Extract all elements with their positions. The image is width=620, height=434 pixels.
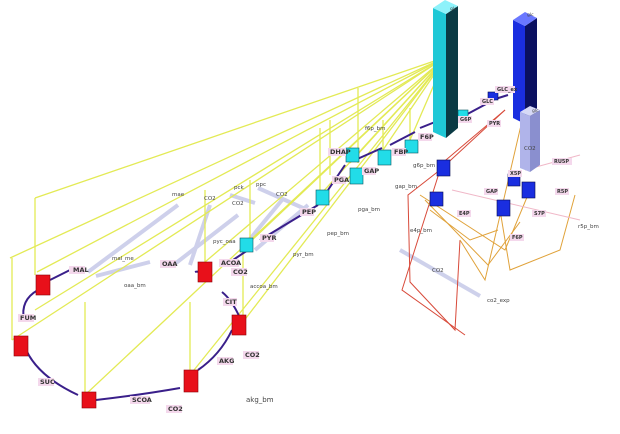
label-pep: PEP [302,208,316,216]
label-e4p: E4P [459,211,470,217]
label-ru5p: RU5P [554,159,569,165]
label-f6p: F6P [420,133,434,141]
label-pyr-bm: pyr_bm [293,252,314,258]
lavender-flux-arrows [86,186,481,298]
label-fbp: FBP [394,148,408,156]
label-f6p-right: F6P [512,235,523,241]
label-ppc: ppc [256,182,266,188]
label-oaa: OAA [162,260,177,268]
label-co2-accoa: CO2 [233,268,248,276]
label-r5p-bm: r5p_bm [578,224,599,230]
label-f6p-bm: f6p_bm [365,126,386,132]
flux-labels: akg_bm oaa_bm accoa_bm pyr_bm pep_bm pga… [112,6,599,404]
label-g6p: G6P [460,117,472,123]
label-accoa-bm: accoa_bm [250,284,278,290]
label-co2-bottom: CO2 [168,405,183,413]
label-g6p-bm: g6p_bm [413,163,435,169]
label-s7p: S7P [534,211,545,217]
label-pyc-oaa: pyc_oaa [213,239,236,245]
label-co2-right-bar: CO2 [524,146,536,152]
label-gap-right: GAP [486,189,498,195]
label-gap-bm: gap_bm [395,184,417,190]
label-accoa: ACOA [221,259,241,267]
tall-glc-bar-1 [433,0,458,138]
label-cit: CIT [225,298,237,306]
label-glc: GLC [482,99,493,105]
label-pck: pck [234,185,245,191]
label-glc-ex: GLC_ex [497,87,518,93]
tall-glc-bar-2 [513,12,537,124]
label-pyr: PYR [262,234,276,242]
label-mal-me: mal_me [112,256,134,262]
label-akg: AKG [219,357,234,365]
label-pga-bm: pga_bm [358,207,380,213]
label-pep-bm: pep_bm [327,231,349,237]
tca-nodes [13,261,247,409]
label-tall-bar-2: glc [527,12,534,18]
co2-bar-lavender [520,106,540,172]
label-suc: SUC [40,378,55,386]
label-r5p: R5P [557,189,568,195]
label-dhap: DHAP [330,148,351,156]
label-x5p: X5P [510,171,521,177]
glycolysis-nodes [239,109,469,253]
label-co2-top2: CO2 [232,201,244,207]
label-co2-akg: CO2 [245,351,260,359]
label-mal: MAL [73,266,89,274]
label-fum: FUM [20,314,36,322]
node-labels: MAL FUM SUC SCOA CO2 AKG CO2 CIT OAA ACO… [18,86,572,413]
label-oaa-bm: oaa_bm [124,283,146,289]
label-tall-bar-1: glc [450,6,457,12]
label-co2-top1: CO2 [204,196,216,202]
ppp-nodes [429,91,536,217]
yellow-connectors [9,56,447,396]
label-pyr-right: PYR [489,121,500,127]
label-mae: mae [172,192,185,198]
label-e4p-bm: e4p_bm [410,228,432,234]
label-akg-bm: akg_bm [246,396,274,404]
label-gap: GAP [364,167,379,175]
label-pga: PGA [334,176,349,184]
label-co2-mid: CO2 [432,268,444,274]
label-scoa: SCOA [132,396,152,404]
label-co2-exp: co2_exp [487,298,510,304]
label-co2-top3: CO2 [276,192,288,198]
label-co2-bar: glc [532,108,539,114]
